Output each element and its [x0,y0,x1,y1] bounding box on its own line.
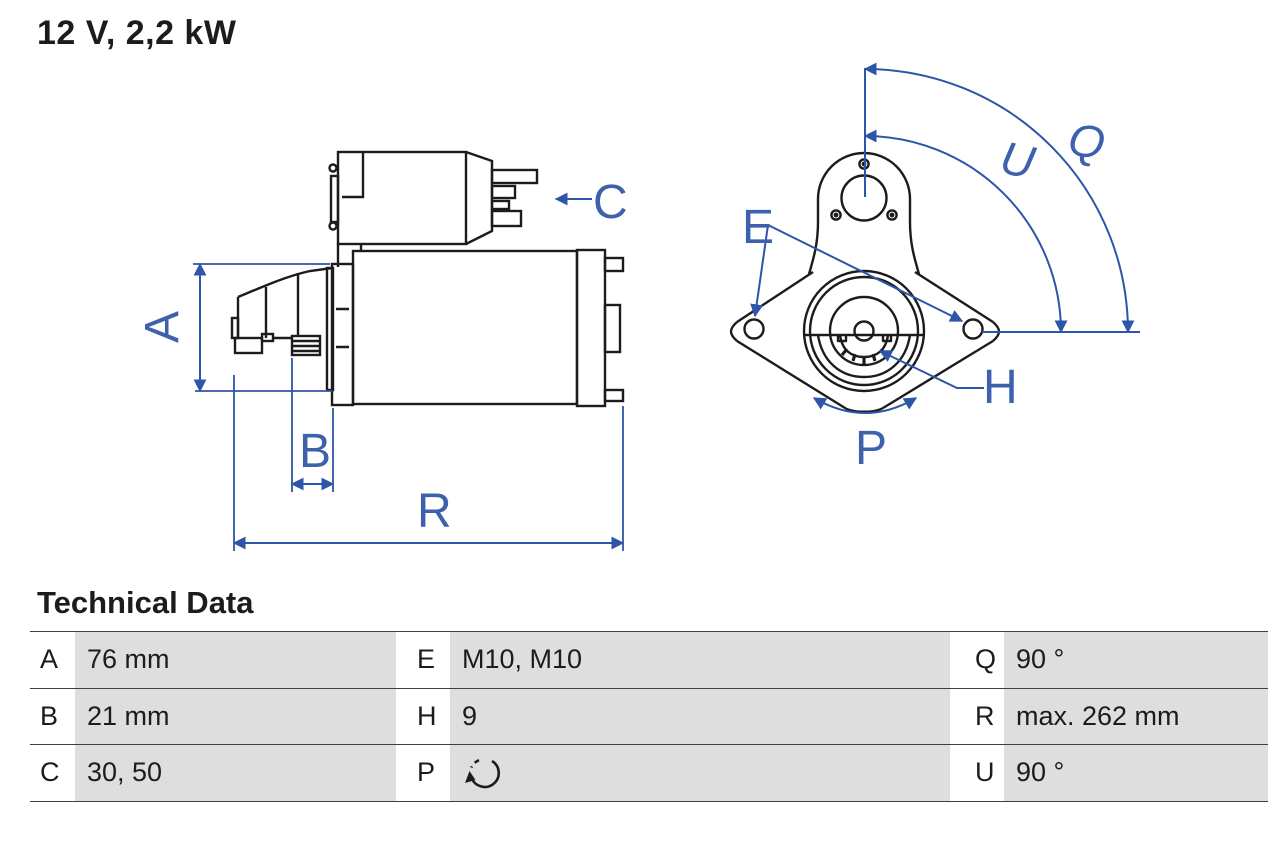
dim-label-c: C [593,176,628,229]
dim-label-e: E [742,201,774,254]
dim-B [290,358,335,492]
dim-angles [863,62,1140,334]
value-cell-E: M10, M10 [450,632,950,688]
key-cell-H: H [396,688,450,744]
dim-label-u: U [996,131,1040,189]
key-cell-R: R [950,688,1004,744]
terminal-studs [490,168,539,228]
technical-data-heading: Technical Data [37,585,254,620]
dim-P-arc [812,397,918,414]
value-cell-B: 21 mm [75,688,396,744]
value-cell-P [450,745,950,801]
key-cell-A: A [30,632,75,688]
value-cell-H: 9 [450,688,950,744]
value-cell-Q: 90 ° [1004,632,1268,688]
value-cell-A: 76 mm [75,632,396,688]
value-cell-R: max. 262 mm [1004,688,1268,744]
table-row: B 21 mm H 9 R max. 262 mm [30,688,1268,745]
dim-U-arc [863,129,1068,334]
page-title: 12 V, 2,2 kW [37,14,237,52]
dim-label-b: B [299,425,331,478]
solenoid [328,150,539,267]
side-view [230,150,625,408]
value-cell-U: 90 ° [1004,745,1268,801]
key-cell-C: C [30,745,75,801]
table-row: A 76 mm E M10, M10 Q 90 ° [30,632,1268,689]
key-cell-U: U [950,745,1004,801]
dim-label-h: H [983,361,1018,414]
key-cell-P: P [396,745,450,801]
dim-label-r: R [417,485,452,538]
table-row: C 30, 50 P U 90 ° [30,745,1268,802]
bolt-hole-left [743,318,765,340]
key-cell-E: E [396,632,450,688]
dim-A [193,262,332,393]
dim-label-p: P [855,422,887,475]
rotation-direction-icon [462,748,506,798]
dimension-lines [193,62,1140,551]
motor-body [351,248,625,408]
bolt-hole-right [962,318,984,340]
value-cell-C: 30, 50 [75,745,396,801]
key-cell-B: B [30,688,75,744]
drive-end-housing [230,262,355,407]
technical-data-table: A 76 mm E M10, M10 Q 90 ° B 21 mm H 9 R … [30,631,1268,802]
technical-drawing: A B R C E H P U Q [136,62,1140,551]
dim-label-q: Q [1064,112,1110,170]
dim-R [232,375,625,551]
dim-H-leader [878,350,984,389]
drive-housing-front [802,269,926,393]
dim-label-a: A [136,311,189,343]
dim-E-leaders [750,224,964,322]
key-cell-Q: Q [950,632,1004,688]
